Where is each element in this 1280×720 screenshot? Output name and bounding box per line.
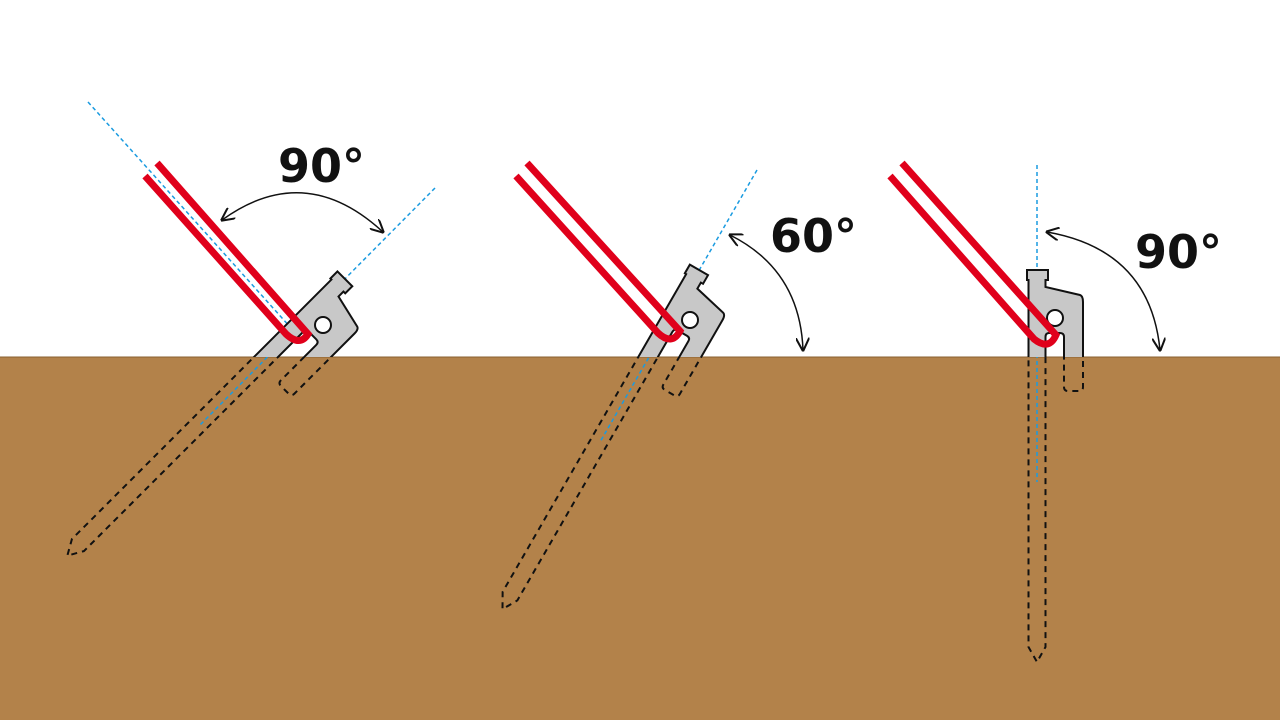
ground	[0, 357, 1280, 720]
angle-arc	[1047, 232, 1160, 350]
peg-hole	[314, 316, 332, 334]
example-2: 60°	[492, 160, 857, 634]
angle-arc	[730, 235, 803, 350]
guy-rope	[513, 160, 685, 343]
example-3: 90°	[887, 160, 1222, 663]
rope-guide-line	[87, 101, 301, 339]
peg-hole	[681, 311, 699, 329]
angle-label: 90°	[278, 139, 365, 193]
angle-arc	[222, 192, 383, 232]
angle-label: 60°	[770, 209, 857, 263]
guy-rope	[142, 160, 313, 344]
example-1: 90°	[59, 101, 436, 590]
angle-label: 90°	[1135, 225, 1222, 279]
